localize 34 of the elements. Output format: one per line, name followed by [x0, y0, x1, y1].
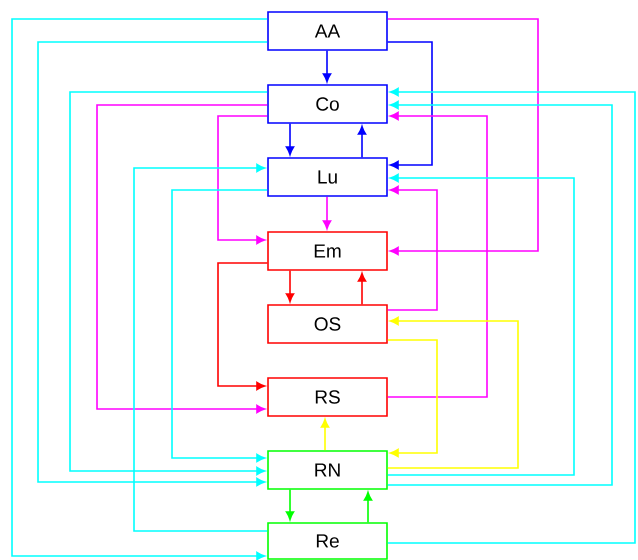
- arrow: [217, 115, 268, 244]
- arrow: [388, 316, 519, 469]
- process-box: OS: [267, 304, 388, 344]
- arrow: [96, 104, 268, 414]
- arrow: [388, 41, 433, 170]
- arrow: [133, 164, 268, 532]
- process-box: Re: [267, 522, 388, 560]
- arrow: [388, 174, 575, 476]
- arrow: [217, 262, 268, 390]
- arrow: [388, 186, 438, 311]
- arrow: [171, 189, 268, 462]
- arrow: [388, 88, 636, 544]
- process-box: Co: [267, 84, 388, 124]
- process-box: RN: [267, 450, 388, 490]
- arrow: [286, 124, 294, 156]
- process-box: Lu: [267, 157, 388, 197]
- arrow: [388, 100, 613, 486]
- arrow: [388, 112, 488, 398]
- process-box: AA: [267, 11, 388, 51]
- arrow: [364, 492, 372, 522]
- arrow: [37, 41, 268, 486]
- arrow: [322, 50, 332, 82]
- arrow: [69, 91, 268, 476]
- arrow: [286, 270, 294, 302]
- arrow: [11, 18, 268, 560]
- arrow: [286, 490, 294, 520]
- arrow: [358, 126, 366, 158]
- process-box: RS: [267, 377, 388, 417]
- arrow: [388, 339, 438, 458]
- process-box: Em: [267, 231, 388, 271]
- arrow: [320, 418, 330, 450]
- arrow: [322, 196, 332, 230]
- arrow: [388, 18, 539, 256]
- arrow: [358, 272, 366, 304]
